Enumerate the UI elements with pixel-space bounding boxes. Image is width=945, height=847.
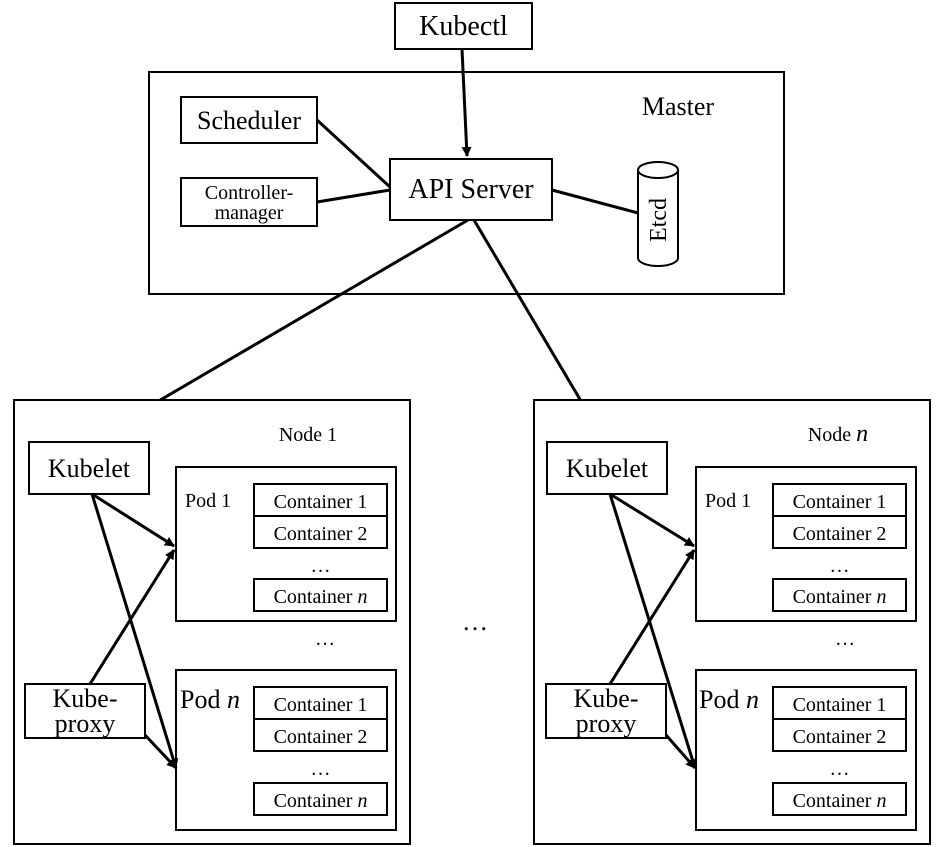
node-n-pod-1: Pod 1 Container 1 Container 2 … Containe… (695, 466, 917, 622)
node-n-pod-ellipsis: … (835, 628, 855, 650)
kubectl-label: Kubectl (419, 11, 508, 42)
node-1-box: Node 1 Kubelet Kube- proxy Pod 1 Contain… (13, 399, 411, 845)
node-n-pod-n-container-1 (772, 686, 907, 720)
node-n-proxy-pod1-arrow (608, 549, 696, 685)
node-1-kube-proxy-box (24, 683, 146, 739)
controller-manager-label-line2: manager (215, 202, 284, 224)
node-n-pod-1-container-1 (772, 483, 907, 517)
node-1-pod-1-container-n-label: Container n (274, 586, 368, 608)
node-n-pod-n-container-2 (772, 718, 907, 752)
node-n-pod-n-label: Pod n (699, 685, 759, 714)
node-1-pod-n-container-1 (253, 686, 388, 720)
node-n-pod-1-container-n (772, 578, 907, 612)
node-1-pod-n-label: Pod n (180, 685, 240, 714)
node-1-pod-1-container-ellipsis: … (311, 555, 331, 577)
kubectl-box: Kubectl (394, 2, 533, 50)
node-n-proxy-podn-arrow (664, 734, 697, 769)
node-n-kubelet-podn-arrow (608, 493, 698, 769)
scheduler-box (180, 96, 318, 144)
node-n-kube-proxy-line1: Kube- (574, 684, 639, 713)
node-1-pod-n: Pod n Container 1 Container 2 … Containe… (175, 669, 397, 831)
node-n-pod-1-container-1-label: Container 1 (793, 491, 887, 513)
node-1-pod-1-container-2-label: Container 2 (274, 523, 368, 545)
node-1-pod-n-container-1-label: Container 1 (274, 694, 368, 716)
etcd-label: Etcd (646, 198, 672, 242)
node-1-kubelet-pod1-arrow (91, 492, 175, 548)
node-n-pod-n-container-n-label: Container n (793, 790, 887, 812)
between-nodes-ellipsis: … (462, 607, 488, 636)
controller-manager-label-line1: Controller- (205, 182, 293, 204)
etcd-cylinder: Etcd (637, 161, 679, 267)
node-1-kubelet-podn-arrow (90, 493, 179, 769)
node-1-pod-1-container-n (253, 578, 388, 612)
node-1-pod-1: Pod 1 Container 1 Container 2 … Containe… (175, 466, 397, 622)
api-etcd-connector (551, 188, 639, 215)
scheduler-api-connector (315, 118, 392, 189)
master-box: Master Scheduler Controller- manager API… (148, 71, 785, 295)
node-n-pod-1-container-n-label: Container n (793, 586, 887, 608)
node-n-pod-n: Pod n Container 1 Container 2 … Containe… (695, 669, 917, 831)
node-1-pod-1-label: Pod 1 (185, 490, 231, 512)
node-1-kubelet-box (28, 441, 150, 495)
node-1-pod-1-container-1-label: Container 1 (274, 491, 368, 513)
node-n-pod-n-container-n (772, 782, 907, 816)
node-n-pod-1-container-2-label: Container 2 (793, 523, 887, 545)
api-server-label: API Server (408, 174, 534, 205)
controller-api-connector (316, 188, 391, 204)
node-n-kubelet-box (546, 441, 668, 495)
master-title: Master (642, 92, 715, 121)
kubectl-api-arrow (460, 48, 472, 157)
node-n-kubelet-label: Kubelet (566, 454, 649, 483)
node-n-title: Node n (808, 421, 868, 447)
node-1-pod-n-container-n-label: Container n (274, 790, 368, 812)
node-n-box: Node n Kubelet Kube- proxy Pod 1 Contain… (533, 399, 931, 845)
node-n-kube-proxy-line2: proxy (576, 709, 637, 738)
node-1-pod-n-container-ellipsis: … (311, 758, 331, 780)
scheduler-label: Scheduler (197, 106, 301, 135)
node-1-kube-proxy-line1: Kube- (53, 684, 118, 713)
node-1-proxy-podn-arrow (143, 733, 178, 770)
node-1-pod-1-container-2 (253, 515, 388, 549)
node-1-pod-n-container-2-label: Container 2 (274, 726, 368, 748)
node-n-kubelet-pod1-arrow (609, 492, 695, 548)
node-n-pod-n-container-ellipsis: … (830, 758, 850, 780)
api-server-box (389, 158, 553, 221)
node-1-pod-n-container-n (253, 782, 388, 816)
node-n-pod-n-container-1-label: Container 1 (793, 694, 887, 716)
node-1-pod-ellipsis: … (315, 628, 335, 650)
node-n-pod-n-container-2-label: Container 2 (793, 726, 887, 748)
node-1-title: Node 1 (279, 424, 337, 446)
node-n-pod-1-container-ellipsis: … (830, 555, 850, 577)
node-n-pod-1-container-2 (772, 515, 907, 549)
node-n-pod-1-label: Pod 1 (705, 490, 751, 512)
node-1-kube-proxy-line2: proxy (55, 709, 116, 738)
node-1-pod-n-container-2 (253, 718, 388, 752)
node-1-proxy-pod1-arrow (88, 549, 176, 685)
node-n-kube-proxy-box (545, 683, 667, 739)
node-1-kubelet-label: Kubelet (48, 454, 131, 483)
